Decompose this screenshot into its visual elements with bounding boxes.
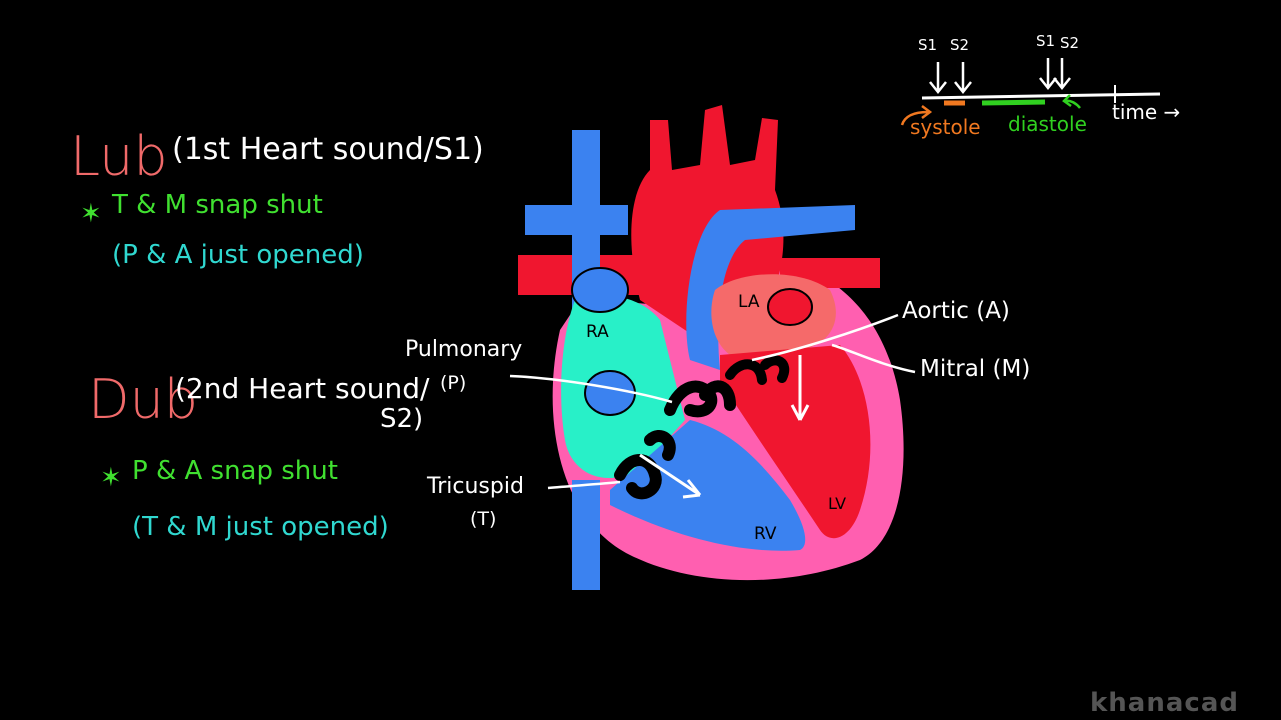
tricuspid-abbr-label: (T) [470,508,497,530]
diastole-label: diastole [1008,112,1087,136]
lv-flow-arrow [790,355,810,421]
timeline-s1b-label: S1 [1036,32,1056,50]
aortic-label: Aortic (A) [902,298,1010,324]
lub-line2: (P & A just opened) [112,240,364,270]
pulmonary-valve [664,380,736,418]
pulmonary-arteries-left [525,205,628,235]
lub-word: Lub [70,125,168,188]
mitral-pointer [831,343,916,374]
lub-line1: T & M snap shut [112,190,323,220]
aortic-valve [725,355,790,385]
heart-illustration [518,105,904,590]
ra-label: RA [586,322,609,342]
lub-star-icon: ✶ [80,199,102,229]
pulmonary-label: Pulmonary [405,337,523,362]
rv-flow-arrow [639,453,702,499]
pointer-lines [509,313,916,490]
dub-description-2: S2) [380,404,424,434]
systole-label: systole [910,115,981,139]
s2b-arrow [1053,58,1071,91]
timeline-s2-label: S2 [950,36,970,54]
s2-arrow [954,62,972,95]
rv-label: RV [754,524,777,544]
s1-arrow [929,62,947,95]
tricuspid-label: Tricuspid [427,474,524,499]
timeline-sketch [900,58,1161,126]
lub-description: (1st Heart sound/S1) [172,132,484,167]
timeline-axis [921,92,1161,100]
lv-label: LV [828,494,847,513]
tricuspid-valve [614,430,676,500]
tricuspid-pointer [547,480,621,490]
dub-line1: P & A snap shut [132,456,338,486]
dub-star-icon: ✶ [100,463,122,493]
la-label: LA [738,292,760,312]
watermark-logo: khanacad [1090,688,1239,718]
left-atrium-vein-opening [767,288,813,326]
diastole-bar [981,99,1046,106]
dub-description: (2nd Heart sound/ [175,372,430,405]
inferior-vena-cava [572,480,600,590]
dub-line2: (T & M just opened) [132,512,389,542]
time-label: time → [1112,100,1181,124]
timeline-s1-label: S1 [918,36,938,54]
svc-opening [571,267,629,313]
aortic-pointer [751,313,899,362]
left-ventricle [720,345,871,539]
diastole-curve-arrow [1062,94,1081,109]
right-atrium-opening [584,370,636,416]
right-ventricle [610,420,806,551]
pulmonary-trunk [686,205,855,370]
dub-word: Dub [88,368,199,431]
pulmonary-pointer [509,374,673,404]
mitral-label: Mitral (M) [920,356,1031,382]
timeline-s2b-label: S2 [1060,34,1080,52]
pulmonary-abbr-label: (P) [440,372,467,394]
systole-curve-arrow [900,105,933,126]
s1b-arrow [1039,58,1057,91]
